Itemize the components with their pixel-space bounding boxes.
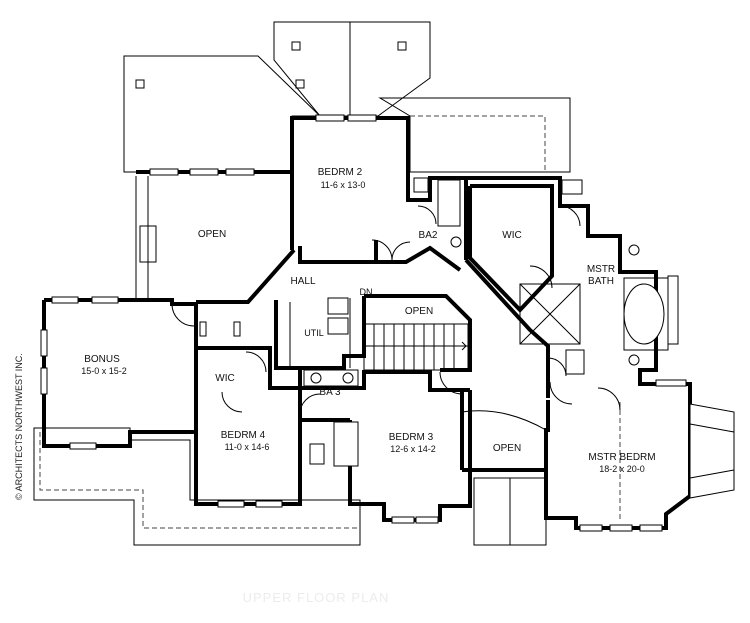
open-left-label: OPEN: [198, 229, 226, 240]
wic-top-label: WIC: [502, 230, 521, 241]
exterior-walls: [42, 116, 692, 530]
open-bottom-label: OPEN: [493, 443, 521, 454]
util-label: UTIL: [304, 328, 324, 338]
master-bath-line1: MSTR: [587, 264, 615, 275]
windows: [40, 114, 735, 532]
open-stair-label: OPEN: [405, 306, 433, 317]
bath2-label: BA2: [419, 230, 438, 241]
bedroom3-name: BEDRM 3: [389, 432, 434, 443]
plan-caption: UPPER FLOOR PLAN: [243, 590, 390, 605]
bedroom3-size: 12-6 x 14-2: [390, 444, 436, 454]
master-bedroom-name: MSTR BEDRM: [588, 452, 655, 463]
bonus-name: BONUS: [84, 354, 120, 365]
roof-outline: [123, 21, 571, 173]
bedroom2-size: 11-6 x 13-0: [321, 180, 366, 190]
bedroom4-name: BEDRM 4: [221, 430, 266, 441]
master-bedroom-size: 18-2 x 20-0: [599, 464, 645, 474]
stair-down-label: DN: [360, 287, 373, 297]
bedroom2-name: BEDRM 2: [318, 167, 363, 178]
wic-left-label: WIC: [215, 373, 234, 384]
bonus-size: 15-0 x 15-2: [81, 366, 127, 376]
copyright-credit: © ARCHITECTS NORTHWEST INC.: [14, 353, 24, 500]
doors: [171, 205, 621, 431]
hall-label: HALL: [290, 276, 315, 287]
bath3-label: BA 3: [319, 387, 341, 398]
master-bath-line2: BATH: [588, 276, 614, 287]
bedroom4-size: 11-0 x 14-6: [225, 442, 270, 452]
bath-fixtures: [303, 177, 679, 467]
stairs: [289, 298, 469, 371]
